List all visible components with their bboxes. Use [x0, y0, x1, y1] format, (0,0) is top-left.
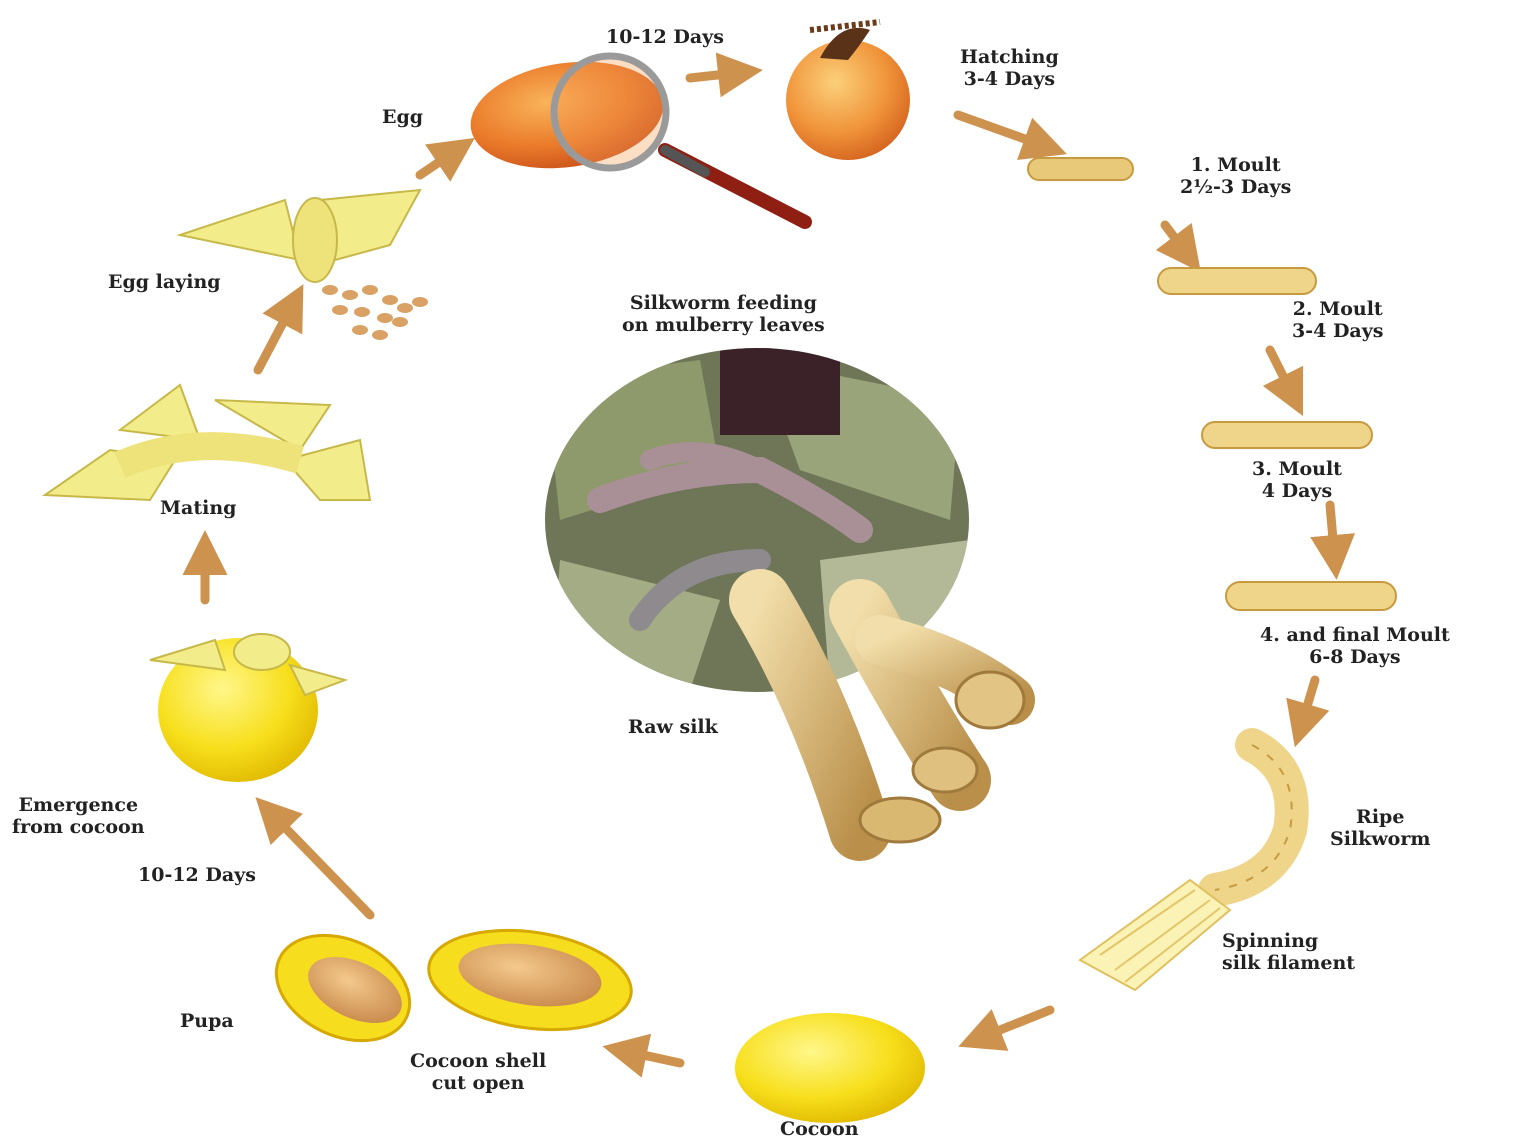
label-pupa: Pupa [180, 1010, 234, 1032]
mating-moths-illustration [45, 385, 370, 500]
hatching-egg-illustration [786, 22, 910, 160]
label-moult2: 2. Moult3-4 Days [1292, 298, 1383, 342]
arrow-hatch-to-moult1 [958, 115, 1050, 148]
label-raw-silk: Raw silk [628, 716, 718, 738]
larva-moult3 [1202, 422, 1372, 448]
ripe-silkworm-illustration [1215, 745, 1292, 890]
arrow-cocoon-to-cut [620, 1050, 680, 1063]
label-pupa-days: 10-12 Days [138, 864, 256, 886]
label-egg-laying: Egg laying [108, 271, 221, 293]
label-moult4: 4. and final Moult6-8 Days [1260, 624, 1450, 668]
cocoon-illustration [735, 1013, 925, 1123]
arrow-mating-to-egglaying [258, 300, 295, 370]
cocoon-cut-open-illustration [422, 918, 637, 1041]
arrow-egg-to-hatch [690, 72, 745, 78]
raw-silk-illustration [760, 600, 1024, 842]
arrow-spinning-to-cocoon [975, 1010, 1050, 1040]
label-cocoon: Cocoon [780, 1118, 859, 1140]
arrow-moult3-to-moult4 [1330, 505, 1335, 562]
label-moult3: 3. Moult4 Days [1252, 458, 1342, 502]
arrow-moult1-to-moult2 [1165, 225, 1190, 258]
arrow-pupa-to-emergence [268, 810, 370, 915]
label-moult1: 1. Moult2½-3 Days [1180, 154, 1291, 198]
emergence-illustration [150, 634, 345, 782]
label-center-feeding: Silkworm feedingon mulberry leaves [622, 292, 825, 336]
larva-moult2 [1158, 268, 1316, 294]
label-incubation-days: 10-12 Days [606, 26, 724, 48]
label-mating: Mating [160, 497, 236, 519]
label-egg: Egg [382, 106, 423, 128]
label-emergence: Emergencefrom cocoon [12, 794, 145, 838]
egg-illustration [464, 50, 805, 222]
larva-moult1 [1028, 158, 1133, 180]
label-cocoon-cut-open: Cocoon shellcut open [410, 1050, 546, 1094]
arrow-moult4-to-ripe [1300, 680, 1315, 730]
pupa-illustration [259, 915, 426, 1061]
arrow-egglaying-to-egg [420, 148, 460, 175]
egg-laying-moth-illustration [180, 190, 428, 340]
label-spinning: Spinningsilk filament [1222, 930, 1355, 974]
arrow-moult2-to-moult3 [1270, 350, 1295, 400]
silk-filament-illustration [1080, 880, 1230, 990]
larva-moult4 [1226, 582, 1396, 610]
label-hatching: Hatching3-4 Days [960, 46, 1059, 90]
label-ripe-silkworm: RipeSilkworm [1330, 806, 1430, 850]
